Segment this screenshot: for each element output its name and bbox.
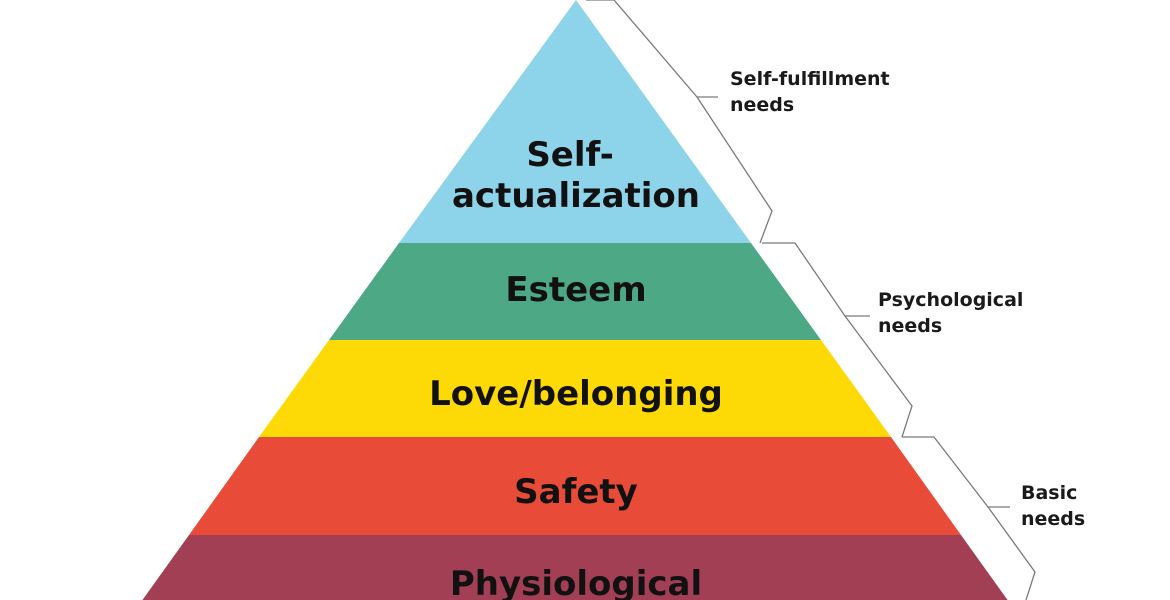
tier-label-safety: Safety [514, 472, 638, 512]
brace-self-fulfillment [586, 0, 773, 244]
group-braces [586, 0, 1036, 600]
tier-physiological [142, 535, 1008, 600]
tier-label-esteem: Esteem [505, 270, 646, 310]
brace-basic [902, 436, 1036, 600]
group-label-psychological: Psychological needs [878, 289, 1030, 337]
pyramid: Self- actualization Esteem Love/belongin… [142, 0, 1008, 600]
tier-safety [189, 437, 961, 535]
tier-label-love-belonging: Love/belonging [429, 374, 723, 414]
tier-self-actualization [399, 0, 751, 243]
tier-label-self-actualization: Self- actualization [452, 135, 700, 216]
tier-esteem [329, 243, 821, 340]
group-labels: Self-fulfillment needs Psychological nee… [730, 68, 1085, 530]
brace-psychological [762, 242, 913, 438]
tier-label-physiological: Physiological [450, 564, 702, 600]
tier-love-belonging [259, 340, 891, 437]
group-label-basic: Basic needs [1021, 482, 1085, 530]
group-label-self-fulfillment: Self-fulfillment needs [730, 68, 896, 116]
